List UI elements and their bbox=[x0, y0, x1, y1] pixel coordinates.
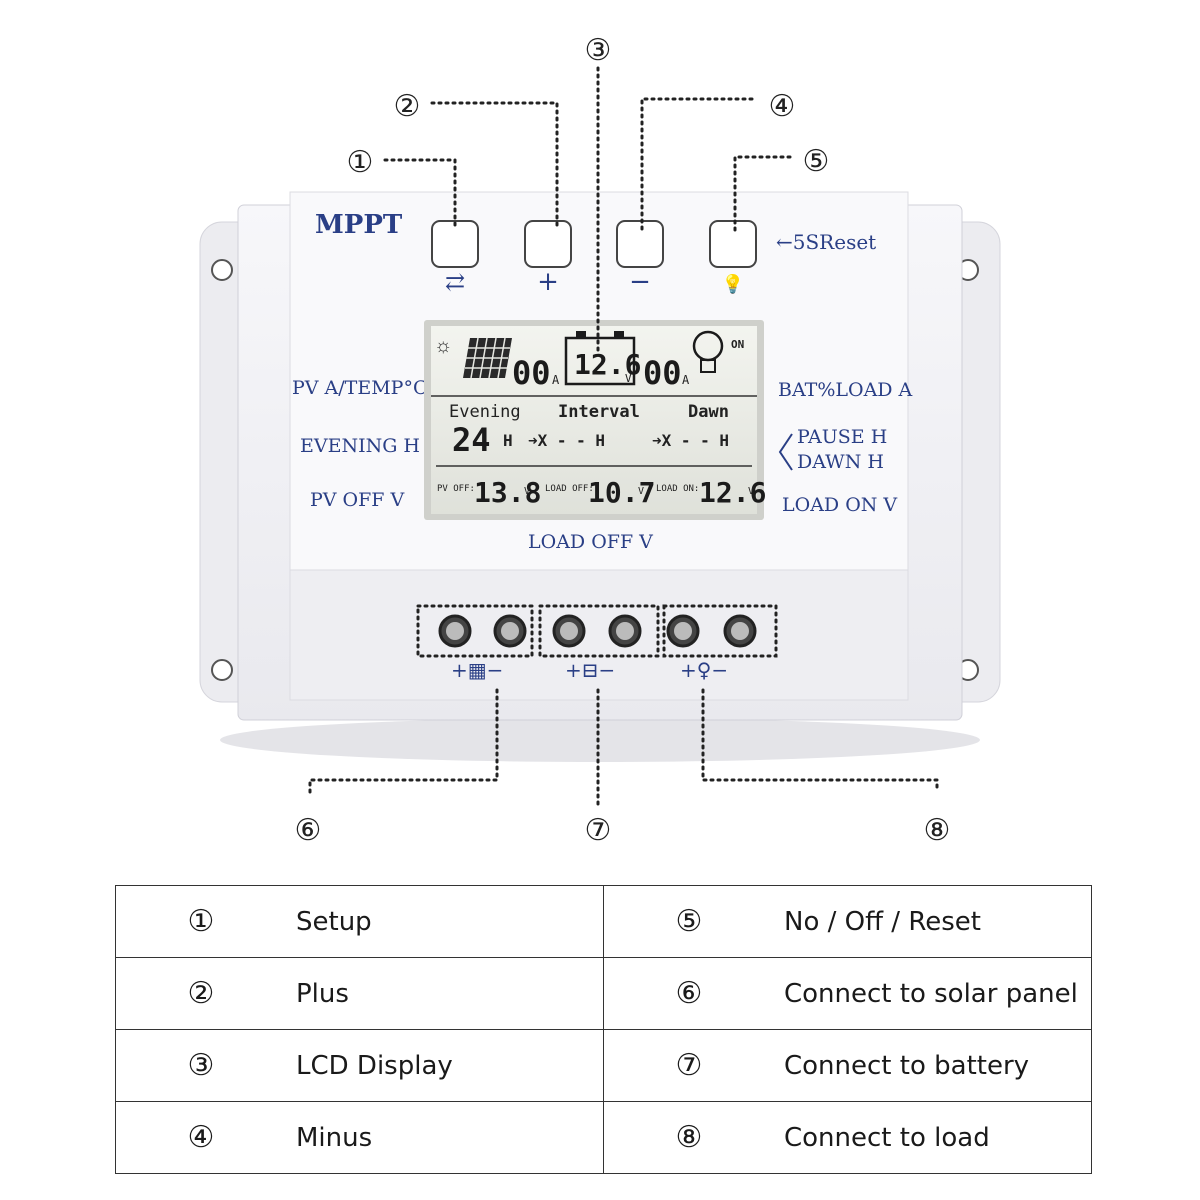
lcd-dawn: ➜X - - H bbox=[652, 431, 729, 450]
label-load-on-v: LOAD ON V bbox=[782, 494, 897, 516]
lcd-load-on: 12.6 bbox=[699, 476, 766, 509]
legend-text: Connect to solar panel bbox=[784, 978, 1078, 1009]
lcd-unit-v: V bbox=[625, 372, 632, 385]
lcd-unit-a: A bbox=[552, 373, 560, 387]
lcd-evening-h: H bbox=[503, 431, 513, 450]
legend-text: No / Off / Reset bbox=[784, 906, 981, 937]
plus-icon: + bbox=[537, 267, 559, 297]
table-row: ② Plus ⑥ Connect to solar panel bbox=[115, 957, 1092, 1030]
plus-button[interactable]: + bbox=[524, 220, 572, 297]
lcd-display: ☼ 00 A 12.6 V 00 A ON Evening Interval D… bbox=[424, 320, 766, 520]
legend-number: ③ bbox=[187, 1048, 215, 1083]
callout-6: ⑥ bbox=[295, 813, 322, 848]
lcd-pv-off-label: PV OFF: bbox=[437, 484, 475, 494]
legend-text: Connect to battery bbox=[784, 1050, 1030, 1081]
legend-number: ⑤ bbox=[675, 904, 703, 939]
lcd-header-interval: Interval bbox=[558, 402, 640, 422]
legend-table: ① Setup ⑤ No / Off / Reset ② Plus ⑥ Connect … bbox=[115, 885, 1092, 1174]
controller-diagram: MPPT ←5SReset ⇄ + − 💡 PV A/TEMP°C EVENIN… bbox=[199, 33, 1001, 848]
brand-label: MPPT bbox=[315, 210, 403, 240]
lcd-unit-v-on: V bbox=[748, 486, 754, 497]
label-evening-h: EVENING H bbox=[300, 435, 420, 457]
terminal-battery[interactable]: +⊟− bbox=[538, 604, 660, 682]
label-pause-h: PAUSE H bbox=[797, 426, 887, 448]
table-row: ③ LCD Display ⑦ Connect to battery bbox=[115, 1029, 1092, 1102]
minus-button[interactable]: − bbox=[616, 220, 664, 297]
lcd-load-current: 00 bbox=[643, 354, 682, 392]
terminal-load[interactable]: +♀− bbox=[662, 604, 778, 682]
label-pv-off-v: PV OFF V bbox=[310, 489, 405, 511]
lcd-unit-v-pv: V bbox=[524, 486, 530, 497]
battery-terminal-icon: +⊟− bbox=[565, 658, 615, 682]
reset-hint: ←5SReset bbox=[776, 230, 876, 254]
legend-text: Plus bbox=[296, 978, 349, 1009]
mount-hole-icon bbox=[211, 259, 233, 281]
lcd-battery-voltage: 12.6 bbox=[574, 348, 641, 381]
legend-text: LCD Display bbox=[296, 1050, 453, 1081]
lcd-evening-hours: 24 bbox=[452, 421, 491, 459]
lcd-unit-v-off: V bbox=[638, 486, 644, 497]
lcd-load-on-label: LOAD ON: bbox=[656, 484, 699, 494]
legend-text: Minus bbox=[296, 1122, 373, 1153]
legend-text: Setup bbox=[296, 906, 372, 937]
callout-5: ⑤ bbox=[803, 144, 830, 179]
callout-7: ⑦ bbox=[585, 813, 612, 848]
lcd-header-dawn: Dawn bbox=[688, 402, 729, 422]
load-terminal-icon: +♀− bbox=[680, 658, 728, 682]
sun-icon: ☼ bbox=[434, 335, 452, 357]
leader-lines bbox=[308, 66, 939, 810]
label-load-off-v: LOAD OFF V bbox=[528, 531, 653, 553]
minus-icon: − bbox=[629, 267, 651, 297]
callout-1: ① bbox=[347, 145, 374, 180]
label-dawn-h: DAWN H bbox=[797, 451, 884, 473]
table-row: ④ Minus ⑧ Connect to load bbox=[115, 1101, 1092, 1174]
callout-3: ③ bbox=[585, 33, 612, 68]
terminal-block-area bbox=[289, 569, 909, 701]
lcd-interval: ➜X - - H bbox=[528, 431, 605, 450]
callout-8: ⑧ bbox=[924, 813, 951, 848]
label-pv-a-temp: PV A/TEMP°C bbox=[292, 377, 428, 399]
lcd-load-off-label: LOAD OFF: bbox=[545, 484, 594, 494]
reset-button[interactable]: 💡 bbox=[709, 220, 757, 295]
legend-number: ⑧ bbox=[675, 1120, 703, 1155]
lcd-pv-off: 13.8 bbox=[474, 476, 541, 509]
setup-button[interactable]: ⇄ bbox=[431, 220, 479, 296]
terminal-solar[interactable]: +▦− bbox=[416, 604, 534, 682]
setup-icon: ⇄ bbox=[445, 268, 465, 296]
device-shadow bbox=[220, 718, 980, 762]
lcd-unit-a-load: A bbox=[682, 373, 690, 387]
solar-terminal-icon: +▦− bbox=[451, 658, 503, 682]
solar-panel-icon bbox=[463, 337, 512, 379]
legend-number: ⑥ bbox=[675, 976, 703, 1011]
callout-4: ④ bbox=[769, 89, 796, 124]
bracket-icon bbox=[778, 433, 793, 471]
lcd-header-evening: Evening bbox=[449, 402, 521, 422]
mount-hole-icon bbox=[211, 659, 233, 681]
load-bulb-icon bbox=[692, 330, 724, 373]
lcd-on-label: ON bbox=[731, 338, 744, 351]
legend-number: ① bbox=[187, 904, 215, 939]
lcd-load-off: 10.7 bbox=[588, 476, 655, 509]
bulb-icon: 💡 bbox=[722, 273, 744, 295]
lcd-pv-current: 00 bbox=[512, 354, 551, 392]
legend-text: Connect to load bbox=[784, 1122, 990, 1153]
legend-number: ② bbox=[187, 976, 215, 1011]
legend-number: ④ bbox=[187, 1120, 215, 1155]
battery-frame-icon bbox=[564, 331, 636, 386]
callout-2: ② bbox=[394, 89, 421, 124]
legend-number: ⑦ bbox=[675, 1048, 703, 1083]
label-bat-load-a: BAT%LOAD A bbox=[778, 379, 913, 401]
table-row: ① Setup ⑤ No / Off / Reset bbox=[115, 885, 1092, 958]
